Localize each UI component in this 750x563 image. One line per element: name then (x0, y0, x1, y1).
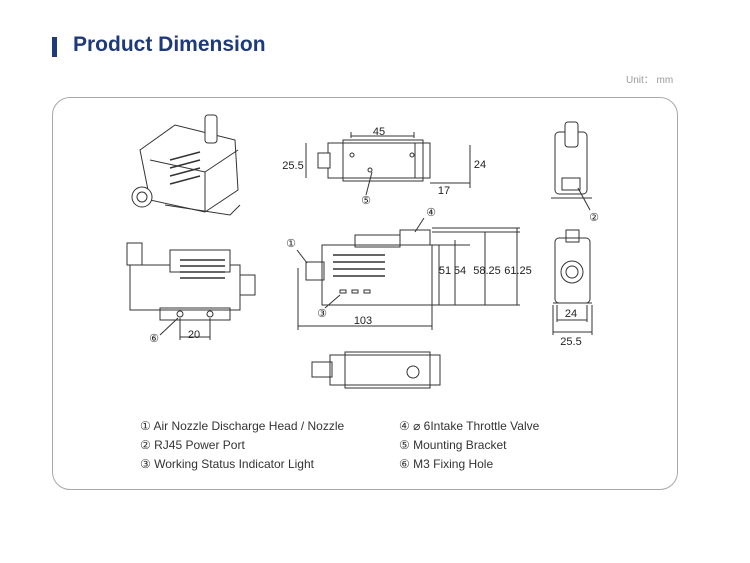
legend-num: ② (140, 438, 151, 452)
legend-num: ① (140, 419, 151, 433)
legend-item: ③ Working Status Indicator Light (140, 455, 344, 474)
legend-left: ① Air Nozzle Discharge Head / Nozzle ② R… (140, 417, 344, 474)
legend-item: ① Air Nozzle Discharge Head / Nozzle (140, 417, 344, 436)
legend-label: Air Nozzle Discharge Head / Nozzle (153, 419, 345, 433)
legend-label: ⌀ 6Intake Throttle Valve (413, 419, 540, 433)
legend-label: Mounting Bracket (413, 438, 507, 452)
dim-top-height-right: 24 (474, 159, 486, 171)
legend-item: ④ ⌀ 6Intake Throttle Valve (399, 417, 539, 436)
legend-num: ⑤ (399, 438, 410, 452)
dim-length: 103 (354, 315, 372, 327)
legend-item: ⑥ M3 Fixing Hole (399, 455, 539, 474)
end-view-side (552, 229, 593, 335)
dim-end-inner: 24 (565, 308, 577, 320)
callout-5: ⑤ (361, 195, 371, 207)
legend-label: Working Status Indicator Light (154, 457, 314, 471)
legend-num: ④ (399, 419, 410, 433)
top-view (305, 132, 471, 196)
callout-4: ④ (426, 207, 436, 219)
diagram-frame (52, 97, 678, 490)
unit-label: Unit： mm (626, 75, 674, 86)
dim-top-offset: 17 (438, 185, 450, 197)
legend-item: ⑤ Mounting Bracket (399, 436, 539, 455)
dim-end-outer: 25.5 (560, 336, 581, 348)
page-title: Product Dimension (73, 33, 266, 56)
dim-h4: 61.25 (504, 265, 532, 277)
dim-h1: 51 (439, 265, 451, 277)
dim-hole-spacing: 20 (188, 329, 200, 341)
dim-h3: 58.25 (473, 265, 501, 277)
callout-6: ⑥ (149, 333, 159, 345)
legend-item: ② RJ45 Power Port (140, 436, 344, 455)
title-accent-bar (52, 37, 57, 57)
legend-label: M3 Fixing Hole (413, 457, 494, 471)
rear-view (126, 242, 256, 340)
dim-h2: 54 (454, 265, 466, 277)
end-view-top (551, 121, 592, 211)
legend-right: ④ ⌀ 6Intake Throttle Valve ⑤ Mounting Br… (399, 417, 539, 474)
isometric-view (131, 114, 241, 216)
callout-1: ① (286, 238, 296, 250)
callout-3: ③ (317, 308, 327, 320)
dim-top-width: 45 (373, 126, 385, 138)
legend-num: ③ (140, 457, 151, 471)
bottom-view (311, 351, 441, 389)
legend-label: RJ45 Power Port (154, 438, 245, 452)
legend-num: ⑥ (399, 457, 410, 471)
callout-2: ② (589, 212, 599, 224)
front-view (296, 217, 520, 330)
dim-top-height-left: 25.5 (282, 160, 303, 172)
